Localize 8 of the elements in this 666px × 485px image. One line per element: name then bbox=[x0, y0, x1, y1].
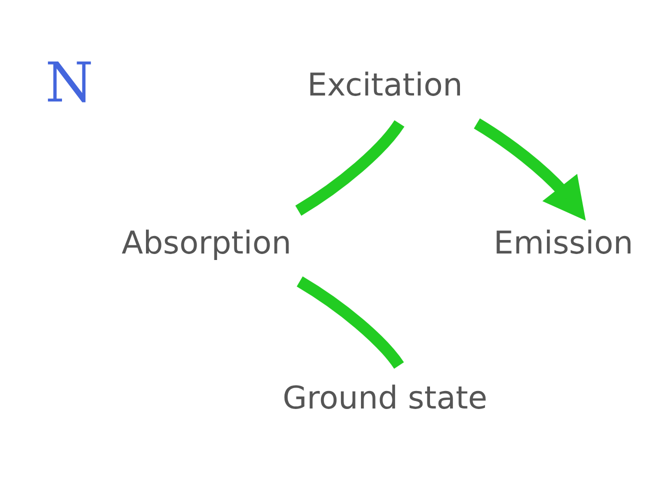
node-text: Ground state bbox=[282, 380, 488, 416]
label: N bbox=[45, 50, 94, 114]
arrow bbox=[474, 118, 586, 220]
node-text: Excitation bbox=[307, 67, 463, 104]
connector bbox=[296, 276, 404, 368]
node-text: Absorption bbox=[122, 224, 292, 261]
connector bbox=[295, 120, 404, 216]
node-text: Emission bbox=[494, 224, 634, 261]
